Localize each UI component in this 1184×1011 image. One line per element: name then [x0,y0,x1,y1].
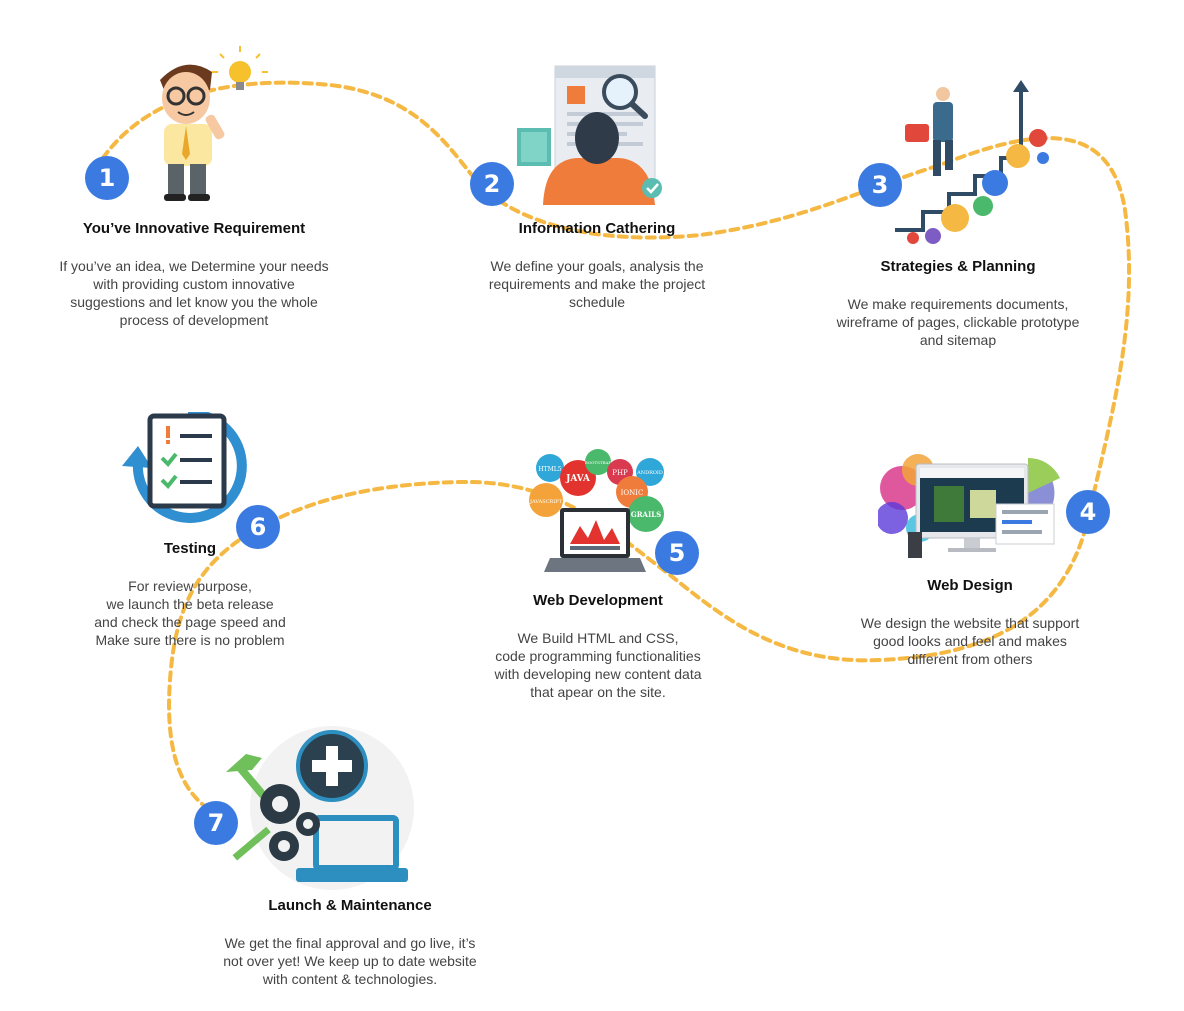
description-line: good looks and feel and makes [873,633,1067,649]
tech-label: BOOTSTRAP [585,460,612,465]
research-document-icon [517,65,662,205]
description-line: code programming functionalities [495,648,701,664]
step-description: We define your goals, analysis the requi… [437,257,757,311]
description-line: and check the page speed and [94,614,286,630]
step-badge: 1 [85,156,129,200]
growth-stairs-icon [895,80,1049,244]
step-title: Launch & Maintenance [268,897,432,914]
step-badge: 6 [236,505,280,549]
tech-label: HTML5 [538,466,561,473]
tech-label: ANDROID [636,470,663,476]
tech-label: PHP [612,469,628,477]
description-line: We design the website that support [860,615,1080,631]
step-badge: 5 [655,531,699,575]
step-title: Strategies & Planning [880,258,1036,275]
description-line: If you’ve an idea, we Determine your nee… [59,258,329,274]
description-line: with providing custom innovative [93,276,295,292]
idea-person-icon [160,46,268,201]
description-line: wireframe of pages, clickable prototype [836,314,1080,330]
step-description: For review purpose, we launch the beta r… [40,577,340,649]
step-badge: 7 [194,801,238,845]
description-line: For review purpose, [128,578,252,594]
step-description: We design the website that support good … [810,614,1130,668]
laptop-tech-icon: HTML5 JAVA BOOTSTRAP PHP ANDROID IONIC J… [529,449,664,572]
description-line: We Build HTML and CSS, [517,630,679,646]
step-badge: 3 [858,163,902,207]
tech-label: IONIC [621,489,644,497]
description-line: process of development [119,312,269,328]
tech-label: JAVA [565,474,591,484]
description-line: with developing new content data [494,666,702,682]
description-line: We make requirements documents, [847,296,1069,312]
description-line: suggestions and let know you the whole [70,294,318,310]
step-title: Testing [163,540,217,557]
description-line: We get the final approval and go live, i… [224,935,476,951]
step-badge: 4 [1066,490,1110,534]
step-title: Information Cathering [518,220,676,237]
description-line: that apear on the site. [530,684,666,700]
tech-label: GRAILS [631,510,661,519]
description-line: We define your goals, analysis the [490,258,704,274]
step-badge: 2 [470,162,514,206]
description-line: requirements and make the project [488,276,706,292]
step-description: We Build HTML and CSS, code programming … [438,629,758,701]
maintenance-tools-icon [226,726,414,890]
description-line: and sitemap [919,332,997,348]
description-line: with content & technologies. [262,971,438,987]
description-line: Make sure there is no problem [95,632,285,648]
step-description: We get the final approval and go live, i… [180,934,520,988]
description-line: we launch the beta release [106,596,274,612]
step-title: You’ve Innovative Requirement [82,220,306,237]
design-screen-icon [878,454,1060,558]
step-description: If you’ve an idea, we Determine your nee… [24,257,364,329]
description-line: different from others [907,651,1033,667]
step-title: Web Design [927,577,1013,594]
checklist-icon [122,412,247,523]
step-description: We make requirements documents, wirefram… [798,295,1118,349]
tech-label: JAVASCRIPT [529,499,563,505]
description-line: schedule [568,294,626,310]
step-title: Web Development [533,592,663,609]
description-line: not over yet! We keep up to date website [223,953,477,969]
